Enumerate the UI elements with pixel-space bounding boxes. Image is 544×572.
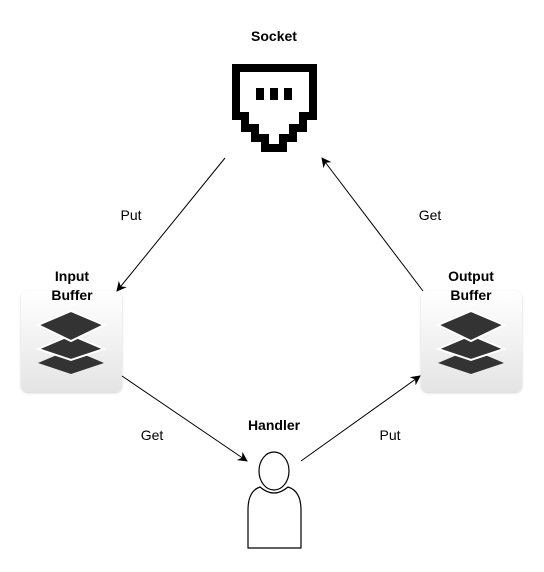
- handler-label: Handler: [247, 417, 301, 433]
- edge-label-put-socket-input: Put: [120, 207, 142, 223]
- edge-label-put-handler-output: Put: [379, 427, 401, 443]
- output-buffer-icon: [421, 291, 522, 392]
- input-buffer-label: Input Buffer: [22, 267, 122, 305]
- output-buffer-label-line2: Buffer: [450, 287, 492, 303]
- layers-stack-icon: [35, 309, 107, 374]
- input-buffer-label-line1: Input: [54, 268, 90, 284]
- layers-stack-icon: [435, 309, 507, 374]
- edge-label-get-output-socket: Get: [418, 207, 442, 223]
- edge-output-buffer-to-socket: [321, 157, 424, 292]
- output-buffer-label-line1: Output: [448, 268, 494, 284]
- edge-socket-to-input-buffer: [116, 157, 226, 292]
- socket-icon: [232, 64, 317, 152]
- edge-label-get-input-handler: Get: [140, 427, 164, 443]
- edge-input-buffer-to-handler: [121, 375, 248, 462]
- handler-user-icon: [247, 451, 302, 549]
- socket-label: Socket: [251, 28, 297, 44]
- input-buffer-label-line2: Buffer: [51, 287, 93, 303]
- input-buffer-icon: [21, 291, 122, 392]
- output-buffer-label: Output Buffer: [421, 267, 521, 305]
- edge-handler-to-output-buffer: [300, 375, 421, 462]
